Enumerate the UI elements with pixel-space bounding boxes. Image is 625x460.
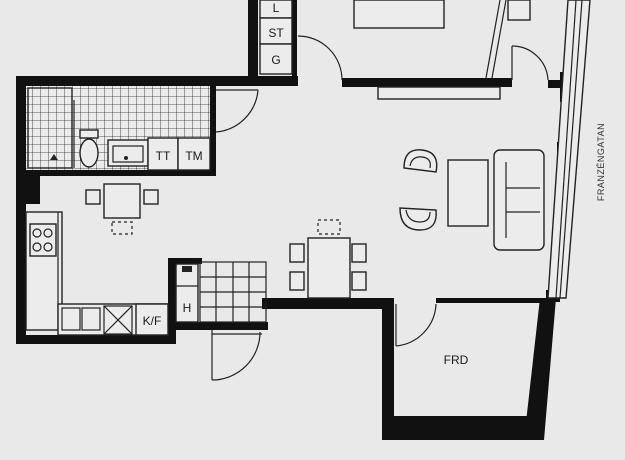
armchair-bottom xyxy=(399,207,437,231)
wall-storage-top xyxy=(436,298,540,303)
kitchen-sink-icon xyxy=(61,307,101,331)
sink-icon xyxy=(107,139,149,167)
wall-kitchen-stub xyxy=(26,176,40,204)
closet-st-label: ST xyxy=(268,26,284,40)
shower-drain-icon xyxy=(50,154,58,160)
closet-l-label: L xyxy=(273,1,280,15)
wall-top-living xyxy=(342,78,512,87)
washer xyxy=(177,137,211,171)
storage-door xyxy=(395,303,437,347)
dishwasher-icon xyxy=(103,305,133,335)
wall-bath-right xyxy=(210,86,216,176)
wall-entrance xyxy=(262,298,382,309)
bathroom-door xyxy=(215,89,259,133)
coat-closet xyxy=(175,263,199,323)
wall-exterior-right xyxy=(524,298,556,440)
armchair-top xyxy=(403,149,438,173)
walls xyxy=(16,0,578,440)
shower xyxy=(27,87,73,169)
hall-h-label: H xyxy=(183,301,192,315)
stove-icon xyxy=(29,223,57,257)
fridge-freezer xyxy=(135,303,169,336)
wall-hall-left xyxy=(168,258,176,344)
laundry-tm-label: TM xyxy=(185,149,202,163)
wall-hall-top xyxy=(168,258,202,264)
wall-top-right xyxy=(548,80,564,88)
sofa xyxy=(493,149,545,251)
hall: H xyxy=(175,261,267,323)
wall-bath-bottom xyxy=(26,170,214,176)
coffee-table xyxy=(447,159,489,227)
living-dining-set xyxy=(289,219,367,299)
entrance-door xyxy=(211,330,262,381)
wall-storage-left xyxy=(382,298,394,440)
wall-closet-right xyxy=(292,0,297,86)
laundry-tt-label: TT xyxy=(156,149,171,163)
toilet-icon xyxy=(79,129,99,168)
window-wall-right xyxy=(547,0,591,299)
storage-frd-label: FRD xyxy=(444,353,469,367)
wall-bedroom-left xyxy=(248,0,258,86)
radiator xyxy=(377,86,501,100)
wall-bottom-kitchen xyxy=(16,335,176,344)
closets: L ST G xyxy=(259,0,293,75)
wall-exterior-left xyxy=(16,76,26,342)
bedroom-door xyxy=(297,35,343,81)
kitchen: K/F xyxy=(25,211,169,336)
street-name-label: FRANZÉNGATAN xyxy=(596,123,606,201)
wall-hall-bottom xyxy=(168,322,268,330)
bed xyxy=(353,0,445,29)
wall-storage-bottom xyxy=(382,416,544,440)
closet-g-label: G xyxy=(271,53,280,67)
wall-top-kitchen xyxy=(16,76,298,86)
kitchen-dining-set xyxy=(85,183,159,235)
bathroom: TT TM xyxy=(26,86,211,171)
bedroom-window xyxy=(485,0,549,81)
fridge-freezer-label: K/F xyxy=(143,314,162,328)
